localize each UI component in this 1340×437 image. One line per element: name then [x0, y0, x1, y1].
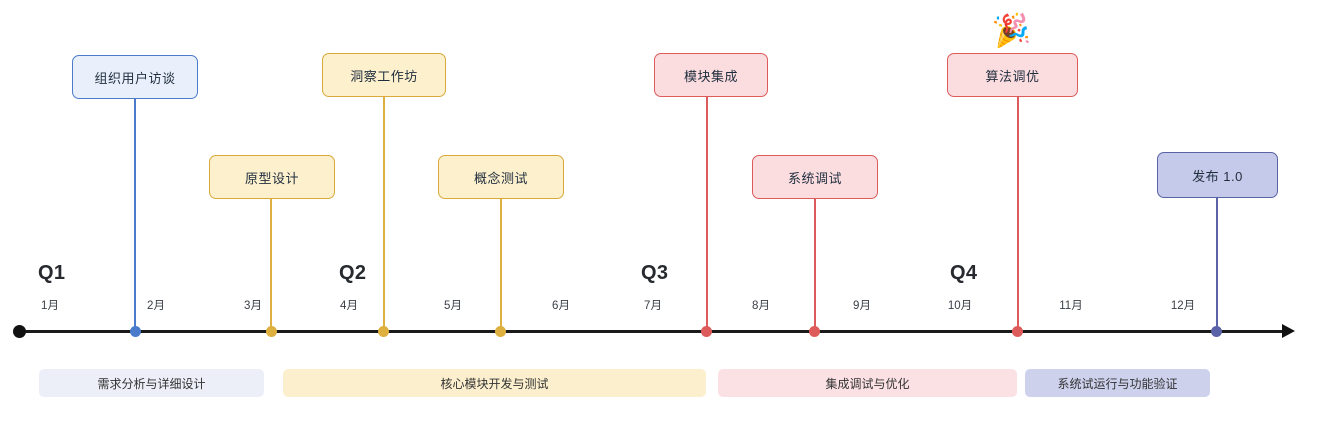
- month-label-4: 4月: [340, 300, 358, 312]
- milestone-dot-6[interactable]: [809, 326, 820, 337]
- month-label-8: 8月: [752, 300, 770, 312]
- milestone-dot-2[interactable]: [266, 326, 277, 337]
- phase-bar-4[interactable]: 系统试运行与功能验证: [1025, 369, 1210, 397]
- phase-bar-2[interactable]: 核心模块开发与测试: [283, 369, 706, 397]
- milestone-dot-4[interactable]: [495, 326, 506, 337]
- milestone-stem-7: [1017, 97, 1019, 331]
- milestone-stem-1: [134, 99, 136, 331]
- month-label-11: 11月: [1059, 300, 1083, 312]
- axis-start-dot: [13, 325, 26, 338]
- axis-arrow-icon: [1282, 324, 1295, 338]
- month-label-10: 10月: [947, 300, 973, 312]
- quarter-label-q4: Q4: [950, 262, 978, 284]
- month-label-12: 12月: [1170, 300, 1196, 312]
- month-label-5: 5月: [444, 300, 462, 312]
- milestone-label-7: 算法调优: [985, 68, 1040, 84]
- milestone-dot-1[interactable]: [130, 326, 141, 337]
- milestone-card-7[interactable]: 算法调优: [947, 53, 1078, 97]
- month-label-2: 2月: [147, 300, 165, 312]
- phase-label-1: 需求分析与详细设计: [97, 376, 206, 391]
- milestone-label-4: 概念测试: [473, 170, 528, 186]
- milestone-card-4[interactable]: 概念测试: [438, 155, 564, 199]
- phase-bar-3[interactable]: 集成调试与优化: [718, 369, 1017, 397]
- phase-label-3: 集成调试与优化: [825, 376, 910, 391]
- milestone-card-1[interactable]: 组织用户访谈: [72, 55, 198, 99]
- milestone-stem-2: [270, 199, 272, 331]
- quarter-label-q3: Q3: [641, 262, 669, 284]
- milestone-label-5: 模块集成: [683, 68, 738, 84]
- quarter-label-q1: Q1: [38, 262, 66, 284]
- month-label-9: 9月: [853, 300, 871, 312]
- milestone-dot-5[interactable]: [701, 326, 712, 337]
- milestone-label-6: 系统调试: [787, 170, 842, 186]
- phase-label-2: 核心模块开发与测试: [440, 376, 549, 391]
- milestone-dot-7[interactable]: [1012, 326, 1023, 337]
- month-label-6: 6月: [552, 300, 570, 312]
- phase-label-4: 系统试运行与功能验证: [1057, 376, 1178, 391]
- month-label-1: 1月: [41, 300, 59, 312]
- milestone-stem-4: [500, 199, 502, 331]
- month-label-3: 3月: [244, 300, 262, 312]
- axis-line: [19, 330, 1284, 333]
- milestone-card-2[interactable]: 原型设计: [209, 155, 335, 199]
- milestone-label-3: 洞察工作坊: [350, 68, 418, 84]
- milestone-card-5[interactable]: 模块集成: [654, 53, 768, 97]
- quarter-label-q2: Q2: [339, 262, 367, 284]
- milestone-dot-3[interactable]: [378, 326, 389, 337]
- milestone-card-6[interactable]: 系统调试: [752, 155, 878, 199]
- milestone-stem-8: [1216, 198, 1218, 331]
- milestone-card-8[interactable]: 发布 1.0: [1157, 152, 1278, 198]
- milestone-stem-5: [706, 97, 708, 331]
- milestone-label-1: 组织用户访谈: [94, 70, 176, 86]
- party-popper-icon: 🎉: [990, 11, 1033, 50]
- milestone-stem-3: [383, 97, 385, 331]
- month-label-7: 7月: [644, 300, 662, 312]
- milestone-stem-6: [814, 199, 816, 331]
- milestone-label-2: 原型设计: [244, 170, 299, 186]
- milestone-dot-8[interactable]: [1211, 326, 1222, 337]
- milestone-card-3[interactable]: 洞察工作坊: [322, 53, 446, 97]
- milestone-label-8: 发布 1.0: [1192, 168, 1243, 184]
- phase-bar-1[interactable]: 需求分析与详细设计: [39, 369, 264, 397]
